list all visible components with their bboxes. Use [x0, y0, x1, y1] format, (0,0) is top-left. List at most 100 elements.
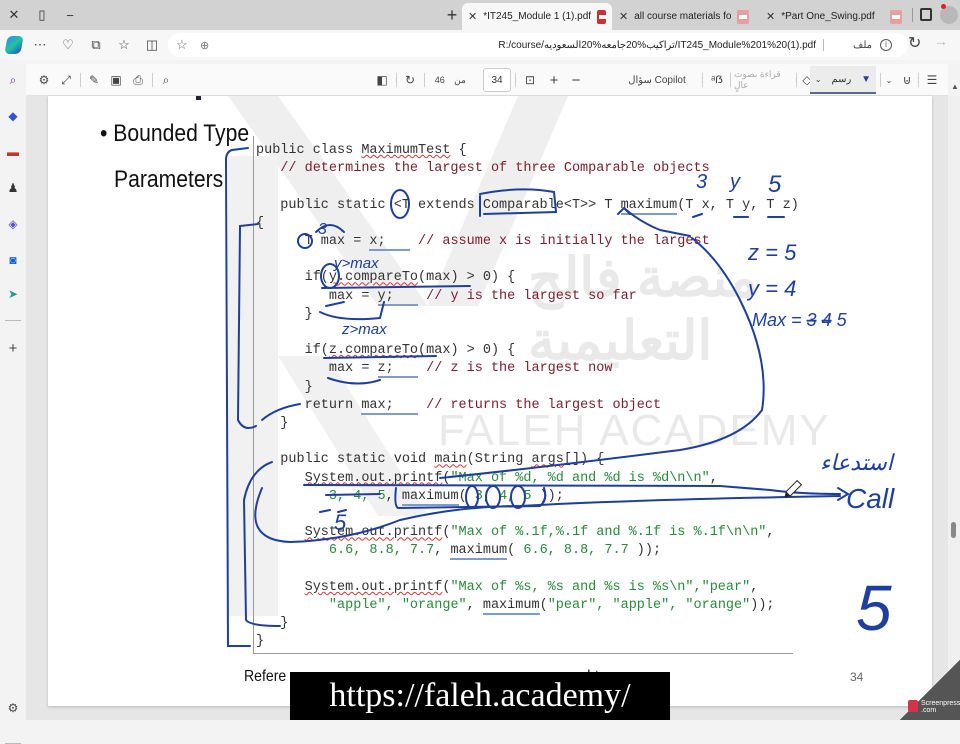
chevron-down-icon[interactable]: ⌄	[814, 74, 822, 84]
slide-page-number: 34	[850, 670, 864, 684]
url-box[interactable]: ☆ ⊕ R:/course/تراكيب%20جامعه%20السعوديه/…	[168, 33, 908, 57]
pdf-page: منصة فالح التعليمية FALEH ACADEMY • Boun…	[48, 96, 932, 706]
tab-part-one-swing[interactable]: ✕ *Part One_Swing.pdf	[760, 3, 908, 30]
rotate-icon[interactable]: ↻	[404, 73, 416, 87]
code-line: if(y.compareTo(max) > 0) {	[256, 270, 516, 286]
telegram-icon[interactable]: ➤	[7, 287, 19, 301]
health-icon[interactable]: ♡	[62, 37, 74, 52]
code-line: }	[256, 616, 289, 632]
toolbox-icon[interactable]: ▬	[7, 145, 19, 159]
page-view-icon[interactable]: ◧	[376, 73, 388, 87]
code-line: }	[256, 634, 265, 650]
new-tab-button[interactable]: +	[446, 4, 458, 25]
settings-icon[interactable]: ⚙	[38, 73, 50, 87]
split-screen-icon[interactable]: ◫	[145, 37, 159, 52]
add-icon[interactable]: +	[8, 339, 18, 357]
bullet-heading-line1: • Bounded Type	[100, 120, 250, 147]
divider	[5, 320, 21, 321]
outlook-icon[interactable]: ◙	[9, 253, 17, 267]
highlighter-icon[interactable]: ⊍	[902, 73, 912, 87]
copilot-button[interactable]	[0, 31, 28, 59]
code-line: }	[256, 306, 313, 322]
divider	[424, 73, 425, 87]
eraser-icon[interactable]: ◇	[802, 73, 812, 87]
workspaces-icon[interactable]	[920, 8, 932, 21]
code-line: 6.6, 8.8, 7.7, maximum( 6.6, 8.8, 7.7 ))…	[328, 543, 662, 561]
scroll-up-arrow-icon[interactable]: ▲	[951, 82, 959, 91]
vertical-scrollbar[interactable]	[948, 96, 960, 720]
close-tab-icon[interactable]: ✕	[468, 11, 478, 23]
code-line: max = z; // z is the largest now	[256, 361, 613, 379]
pdf-icon	[597, 9, 607, 24]
save-icon[interactable]: ▣	[110, 73, 122, 87]
code-line: // determines the largest of three Compa…	[256, 161, 710, 177]
tag-icon[interactable]: ◆	[8, 109, 18, 123]
restore-window-button[interactable]: ▯	[38, 7, 46, 22]
bullet-heading-line2: Parameters	[114, 166, 224, 193]
url-text[interactable]: R:/course/تراكيب%20جامعه%20السعوديه/IT24…	[498, 39, 816, 51]
zoom-out-button[interactable]: −	[571, 71, 581, 89]
ask-copilot-button[interactable]: سؤال Copilot	[628, 74, 686, 86]
code-text: public class MaximumTest { // determines…	[256, 142, 799, 652]
divider	[912, 8, 913, 22]
gear-icon[interactable]: ⚙	[7, 701, 19, 715]
scrollbar-thumb[interactable]	[951, 522, 956, 538]
code-line: public static <T extends Comparable<T>> …	[256, 197, 799, 215]
chess-icon[interactable]: ♟	[7, 181, 19, 195]
code-block: public class MaximumTest { // determines…	[253, 136, 799, 654]
collections-icon[interactable]: ⧉	[91, 37, 101, 52]
divider	[396, 73, 397, 87]
close-window-button[interactable]: ✕	[8, 7, 20, 22]
reload-icon[interactable]: ↻	[908, 35, 922, 52]
scheme-label: ملف	[852, 39, 872, 51]
url-banner-overlay: https://faleh.academy/	[290, 672, 670, 720]
print-icon[interactable]: ⎙	[133, 72, 143, 87]
address-bar-row: ⋯ ♡ ⧉ ☆ ◫ ☆ ⊕ R:/course/تراكيب%20جامعه%2…	[0, 30, 960, 60]
fit-page-icon[interactable]: ⊡	[524, 73, 536, 87]
code-line: "apple", "orange", maximum("pear", "appl…	[328, 598, 775, 616]
code-line: public class MaximumTest {	[256, 143, 467, 158]
fullscreen-icon[interactable]: ⤢	[61, 72, 71, 87]
translate-icon[interactable]: ᵃẞ	[711, 74, 723, 86]
profile-avatar[interactable]	[940, 4, 958, 24]
code-line: public static void main(String args[]) {	[256, 452, 605, 468]
more-menu-icon[interactable]: ⋯	[33, 37, 47, 52]
save-as-icon[interactable]: ✎	[88, 73, 100, 87]
draw-button[interactable]: ⌄ رسم ▼	[810, 66, 876, 94]
code-line: T max = x; // assume x is initially the …	[256, 234, 710, 252]
zoom-in-button[interactable]: +	[549, 71, 559, 89]
divider	[880, 73, 881, 87]
tab-label: *IT245_Module 1 (1).pdf	[483, 11, 592, 22]
read-aloud-button[interactable]: قراءة بصوت عالٍ	[734, 69, 781, 90]
code-line: if(z.compareTo(max) > 0) {	[256, 343, 516, 359]
code-line: 3, 4, 5, maximum( 3, 4, 5 ));	[328, 488, 564, 506]
close-tab-icon[interactable]: ✕	[619, 11, 629, 23]
favorite-star-icon[interactable]: ☆	[176, 37, 188, 52]
code-line: System.out.printf("Max of %d, %d and %d …	[304, 470, 718, 486]
search-icon[interactable]: ⌕	[9, 72, 17, 87]
divider	[730, 73, 731, 87]
page-total: 46	[428, 64, 454, 96]
code-line: System.out.printf("Max of %s, %s and %s …	[304, 579, 759, 595]
pdf-icon	[737, 9, 749, 24]
contents-list-icon[interactable]: ☰	[926, 73, 938, 87]
reference-prefix: Refere	[244, 668, 287, 685]
divider	[823, 39, 824, 51]
forward-icon[interactable]: →	[934, 33, 948, 49]
favorites-icon[interactable]: ☆	[118, 37, 130, 52]
minimize-window-button[interactable]: −	[66, 7, 74, 23]
zoom-page-icon[interactable]: ⊕	[200, 39, 210, 52]
document-area: منصة فالح التعليمية FALEH ACADEMY • Boun…	[26, 96, 948, 720]
tab-it245-module[interactable]: ✕ *IT245_Module 1 (1).pdf	[462, 3, 612, 30]
info-icon[interactable]: i	[880, 39, 892, 51]
office-icon[interactable]: ◈	[8, 217, 18, 231]
pdf-icon	[890, 9, 902, 24]
close-tab-icon[interactable]: ✕	[766, 11, 776, 23]
divider	[515, 73, 516, 87]
tab-cs243-materials[interactable]: ✕ all course materials for CS243.pd	[613, 3, 755, 30]
find-icon[interactable]: ⌕	[162, 72, 170, 87]
page-number-input[interactable]: 34	[483, 68, 511, 92]
divider	[796, 73, 797, 87]
code-line: return max; // returns the largest objec…	[256, 397, 662, 415]
chevron-down-icon[interactable]: ⌄	[885, 75, 893, 85]
